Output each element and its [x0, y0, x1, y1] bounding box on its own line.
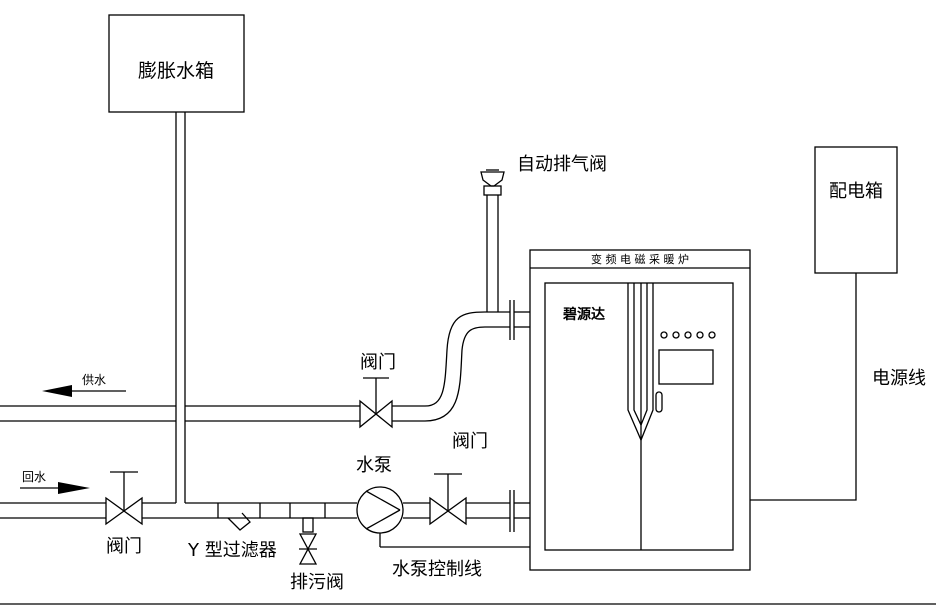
return-pipe	[0, 502, 530, 519]
supply-pipe	[0, 311, 530, 422]
supply-arrow	[42, 385, 126, 397]
y-filter-label: Y 型过滤器	[187, 540, 277, 561]
boiler-cabinet	[529, 249, 751, 571]
boiler-display	[658, 349, 714, 385]
pump-label: 水泵	[356, 455, 392, 476]
pump-outlet-valve	[429, 473, 467, 526]
vent-riser	[483, 185, 502, 312]
auto-vent-valve	[480, 169, 505, 187]
power-line	[750, 273, 857, 501]
boiler-title: 变 频 电 磁 采 暖 炉	[591, 252, 689, 266]
y-filter	[217, 503, 261, 531]
inlet-valve-label: 阀门	[106, 536, 142, 557]
distribution-box	[814, 146, 898, 274]
door-handle	[655, 391, 663, 413]
drain-valve	[289, 503, 326, 565]
supply-valve	[359, 377, 393, 429]
inlet-valve	[105, 471, 143, 526]
expansion-tank-label: 膨胀水箱	[138, 60, 214, 82]
pump-outlet-valve-label: 阀门	[452, 431, 488, 452]
boiler-brand: 碧源达	[562, 306, 605, 323]
power-line-label: 电源线	[872, 368, 926, 389]
pump-control-line-label: 水泵控制线	[392, 559, 482, 580]
distribution-box-label: 配电箱	[829, 181, 883, 202]
return-flange	[509, 490, 515, 532]
supply-flange	[509, 300, 515, 340]
auto-vent-label: 自动排气阀	[517, 154, 607, 175]
return-water-label: 回水	[22, 470, 46, 484]
supply-valve-label: 阀门	[360, 352, 396, 373]
supply-water-label: 供水	[82, 373, 106, 387]
pump	[356, 486, 404, 547]
drain-valve-label: 排污阀	[290, 572, 344, 593]
return-arrow	[20, 482, 90, 494]
expansion-pipe	[175, 112, 186, 503]
